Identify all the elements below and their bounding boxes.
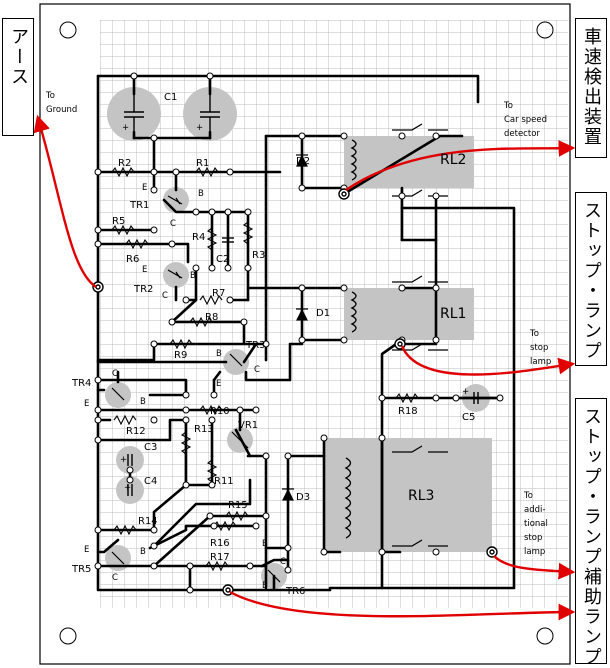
label-tr1: TR1 <box>129 200 149 211</box>
label-r7: R7 <box>212 288 225 299</box>
diodes <box>282 154 308 501</box>
pin-tr3-b: B <box>216 349 222 359</box>
label-r2: R2 <box>118 158 131 169</box>
label-r9: R9 <box>174 350 187 361</box>
label-rl1: RL1 <box>440 306 466 322</box>
label-c2: C2 <box>216 254 229 265</box>
capacitors <box>124 94 479 496</box>
note-car-speed-3: detector <box>504 129 540 139</box>
pin-labels: E B C E B C B E C C E B E B C B C E + + … <box>84 123 469 591</box>
additional-stop-lamp-label-box: ストップ・ランプ補助ランプ <box>575 398 607 667</box>
note-car-speed-2: Car speed <box>504 115 547 125</box>
pin-tr2-c: C <box>162 291 168 301</box>
pin-tr1-e: E <box>142 183 147 193</box>
label-c1: C1 <box>164 92 177 103</box>
note-additional-4: stop <box>524 533 542 543</box>
note-additional-1: To <box>523 491 533 501</box>
external-wire-arrows <box>33 114 576 621</box>
speed-detector-label: 車速検出装置 <box>581 27 602 147</box>
label-rl2: RL2 <box>440 152 466 168</box>
note-to-ground-2: Ground <box>46 105 77 115</box>
label-c3: C3 <box>144 442 157 453</box>
pin-tr5-b: B <box>140 547 146 557</box>
label-r5: R5 <box>112 216 125 227</box>
label-d1: D1 <box>316 308 330 319</box>
component-labels: C1 D2 D1 D3 R2 R1 R5 R6 R4 C2 R3 R7 R8 R… <box>71 92 475 597</box>
solder-pads <box>94 72 504 594</box>
note-stop-lamp-3: lamp <box>530 357 551 367</box>
label-r11: R11 <box>214 476 234 487</box>
pin-tr2-b: B <box>190 271 196 281</box>
label-r1: R1 <box>196 158 209 169</box>
stop-lamp-label-box: ストップ・ランプ <box>575 192 607 366</box>
pin-tr4-b: B <box>140 397 146 407</box>
pin-tr3-c: C <box>254 365 260 375</box>
connection-notes: To Ground To Car speed detector To stop … <box>45 91 551 557</box>
label-r10: R10 <box>210 406 230 417</box>
note-car-speed-1: To <box>503 101 513 111</box>
label-c5: C5 <box>462 412 475 423</box>
pin-tr4-e: E <box>84 399 89 409</box>
label-tr3: TR3 <box>245 340 265 351</box>
label-r15: R15 <box>228 500 248 511</box>
pin-tr3-e: E <box>216 379 221 389</box>
pin-tr6-c: C <box>280 557 286 567</box>
label-r18: R18 <box>398 406 418 417</box>
earth-label: アース <box>8 27 29 87</box>
mounting-holes <box>59 21 554 645</box>
label-vr1: VR1 <box>238 420 258 431</box>
pin-c3-plus: + <box>120 455 127 465</box>
label-r16: R16 <box>210 538 230 549</box>
label-d2: D2 <box>296 156 310 167</box>
label-c4: C4 <box>144 476 157 487</box>
label-tr5: TR5 <box>71 564 91 575</box>
note-stop-lamp-1: To <box>529 329 539 339</box>
pin-tr1-b: B <box>198 189 204 199</box>
earth-label-box: アース <box>2 18 34 136</box>
pin-tr1-c: C <box>170 219 176 229</box>
label-r13: R13 <box>194 424 214 435</box>
speed-detector-label-box: 車速検出装置 <box>575 18 607 158</box>
stop-lamp-label: ストップ・ランプ <box>581 201 602 361</box>
relay-coils <box>344 123 448 547</box>
additional-stop-lamp-label: ストップ・ランプ補助ランプ <box>581 407 602 667</box>
label-d3: D3 <box>296 492 310 503</box>
note-additional-5: lamp <box>524 547 545 557</box>
label-tr2: TR2 <box>133 284 153 295</box>
pin-tr2-e: E <box>142 265 147 275</box>
component-shading <box>105 87 492 589</box>
label-tr6: TR6 <box>285 586 305 597</box>
label-r14: R14 <box>138 516 158 527</box>
label-rl3: RL3 <box>408 488 434 504</box>
transistors <box>111 195 281 583</box>
label-r4: R4 <box>192 232 205 243</box>
pin-c2-plus: + <box>196 123 203 133</box>
label-r8: R8 <box>205 312 218 323</box>
resistors <box>111 166 419 572</box>
pin-tr5-e: E <box>84 545 89 555</box>
pin-tr6-e: E <box>262 581 267 591</box>
pin-c4-plus: + <box>124 483 131 493</box>
note-stop-lamp-2: stop <box>530 343 548 353</box>
pin-tr6-b: B <box>262 539 268 549</box>
label-r6: R6 <box>126 254 139 265</box>
label-r3: R3 <box>252 250 265 261</box>
note-additional-2: addi- <box>524 505 545 515</box>
note-to-ground-1: To <box>45 91 55 101</box>
note-additional-3: tional <box>524 519 548 529</box>
pin-c1-plus: + <box>122 123 129 133</box>
pin-c5-plus: + <box>462 387 469 397</box>
pin-tr4-c: C <box>112 369 118 379</box>
pin-tr5-c: C <box>112 573 118 583</box>
label-r17: R17 <box>210 552 230 563</box>
label-tr4: TR4 <box>71 378 91 389</box>
label-r12: R12 <box>126 426 146 437</box>
